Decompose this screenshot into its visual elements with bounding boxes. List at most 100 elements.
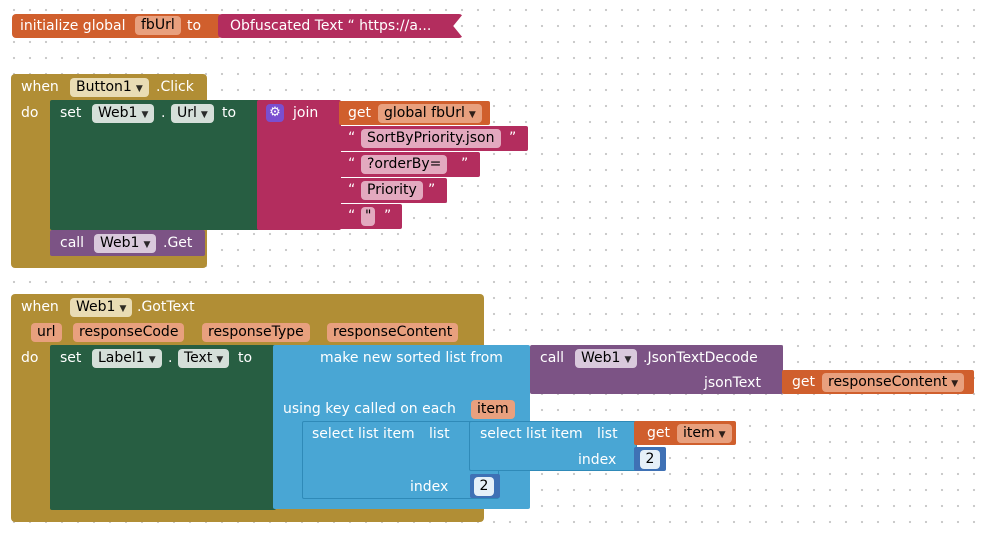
call-component-value: Web1: [100, 235, 140, 251]
get-label: get: [348, 105, 371, 121]
get-var-dropdown[interactable]: responseContent▼: [822, 373, 965, 392]
obfuscated-text-block[interactable]: Obfuscated Text “ https://a...: [218, 14, 463, 38]
close-quote: ”: [428, 182, 436, 198]
chevron-down-icon: ▼: [718, 430, 726, 440]
set-property-value: Url: [177, 105, 197, 121]
call-component-dropdown[interactable]: Web1▼: [94, 234, 157, 253]
get-label: get: [792, 374, 815, 390]
to-label: to: [238, 350, 253, 366]
event-component-value: Button1: [76, 79, 132, 95]
to-label: to: [222, 105, 237, 121]
number-field[interactable]: 2: [640, 450, 660, 469]
list-label: list: [429, 426, 450, 442]
set-component-value: Web1: [98, 105, 138, 121]
get-var-dropdown[interactable]: item▼: [677, 424, 732, 443]
set-component-value: Label1: [98, 350, 145, 366]
call-component-dropdown[interactable]: Web1▼: [575, 349, 638, 368]
list-label: list: [597, 426, 618, 442]
number-field[interactable]: 2: [474, 477, 494, 496]
obfuscated-text-value: Obfuscated Text “ https://a...: [230, 18, 432, 34]
chevron-down-icon: ▼: [135, 84, 143, 94]
chevron-down-icon: ▼: [143, 240, 151, 250]
set-label: set: [60, 350, 82, 366]
select-list-item-label: select list item: [480, 426, 583, 442]
string-value-field[interactable]: ": [361, 207, 376, 226]
set-label: set: [60, 105, 82, 121]
string-value-field[interactable]: ?orderBy=: [361, 155, 448, 174]
event-component-dropdown[interactable]: Button1▼: [70, 78, 149, 97]
set-property-dropdown[interactable]: Url▼: [171, 104, 214, 123]
close-quote: ”: [461, 156, 469, 172]
event-param-responsecontent[interactable]: responseContent: [327, 323, 459, 342]
get-label: get: [647, 425, 670, 441]
initialize-global-block[interactable]: initialize global fbUrl to: [12, 14, 222, 38]
open-quote: “: [348, 130, 356, 146]
string-value-field[interactable]: Priority: [361, 181, 423, 200]
chevron-down-icon: ▼: [148, 355, 156, 365]
string-block[interactable]: “ " ”: [339, 204, 402, 229]
call-method-label: .Get: [163, 235, 193, 251]
call-json-decode-block[interactable]: call Web1▼ .JsonTextDecode jsonText: [530, 345, 783, 394]
chevron-down-icon: ▼: [624, 355, 632, 365]
when-label: when: [21, 299, 59, 315]
index-label: index: [410, 479, 449, 495]
call-label: call: [540, 350, 565, 366]
string-block[interactable]: “ SortByPriority.json ”: [339, 126, 528, 151]
chevron-down-icon: ▼: [468, 110, 476, 120]
global-var-name-field[interactable]: fbUrl: [135, 16, 181, 35]
call-method-label: .JsonTextDecode: [643, 350, 758, 366]
open-quote: “: [348, 156, 356, 172]
set-property-dropdown[interactable]: Text▼: [178, 349, 230, 368]
json-text-label: jsonText: [704, 375, 761, 391]
chevron-down-icon: ▼: [200, 110, 208, 120]
inner-index-number-block[interactable]: 2: [634, 447, 666, 471]
set-component-dropdown[interactable]: Web1▼: [92, 104, 155, 123]
call-web-get-block[interactable]: call Web1▼ .Get: [50, 230, 205, 256]
using-key-label: using key called on each: [283, 401, 456, 417]
event-param-responsecode[interactable]: responseCode: [73, 323, 185, 342]
get-global-block[interactable]: get global fbUrl▼: [339, 101, 490, 125]
select-list-item-label: select list item: [312, 426, 415, 442]
event-component-dropdown[interactable]: Web1▼: [70, 298, 133, 317]
select-list-item-inner-block[interactable]: select list item list index: [469, 421, 637, 471]
open-quote: “: [348, 182, 356, 198]
close-quote: ”: [384, 208, 392, 224]
get-var-value: item: [683, 425, 715, 441]
event-param-responsetype[interactable]: responseType: [202, 323, 310, 342]
do-label: do: [21, 105, 39, 121]
join-label: join: [293, 105, 319, 121]
get-response-content-block[interactable]: get responseContent▼: [782, 370, 974, 394]
index-label: index: [578, 452, 617, 468]
select-list-item-outer-block[interactable]: select list item list index: [302, 421, 499, 499]
when-label: when: [21, 79, 59, 95]
chevron-down-icon: ▼: [119, 304, 127, 314]
call-label: call: [60, 235, 85, 251]
initialize-global-label: initialize global: [20, 18, 126, 34]
outer-index-number-block[interactable]: 2: [470, 474, 500, 498]
get-item-block[interactable]: get item▼: [634, 421, 736, 445]
init-to-label: to: [187, 18, 202, 34]
get-var-value: responseContent: [828, 374, 948, 390]
chevron-down-icon: ▼: [951, 379, 959, 389]
set-component-dropdown[interactable]: Label1▼: [92, 349, 162, 368]
gear-icon[interactable]: ⚙: [266, 104, 284, 122]
event-name-label: .Click: [156, 79, 194, 95]
string-block[interactable]: “ Priority ”: [339, 178, 447, 203]
set-label-text-block[interactable]: set Label1▼ . Text▼ to: [50, 345, 276, 510]
open-quote: “: [348, 208, 356, 224]
chevron-down-icon: ▼: [141, 110, 149, 120]
close-quote: ”: [509, 130, 517, 146]
set-web-url-block[interactable]: set Web1▼ . Url▼ to: [50, 100, 260, 230]
chevron-down-icon: ▼: [216, 355, 224, 365]
call-component-value: Web1: [581, 350, 621, 366]
string-block[interactable]: “ ?orderBy= ”: [339, 152, 480, 177]
do-label: do: [21, 350, 39, 366]
set-property-value: Text: [184, 350, 213, 366]
sorted-list-label: make new sorted list from: [320, 350, 503, 366]
item-var-field[interactable]: item: [471, 400, 515, 419]
string-value-field[interactable]: SortByPriority.json: [361, 129, 501, 148]
join-block[interactable]: ⚙ join: [257, 100, 341, 230]
event-param-url[interactable]: url: [31, 323, 62, 342]
event-component-value: Web1: [76, 299, 116, 315]
get-var-dropdown[interactable]: global fbUrl▼: [378, 104, 482, 123]
